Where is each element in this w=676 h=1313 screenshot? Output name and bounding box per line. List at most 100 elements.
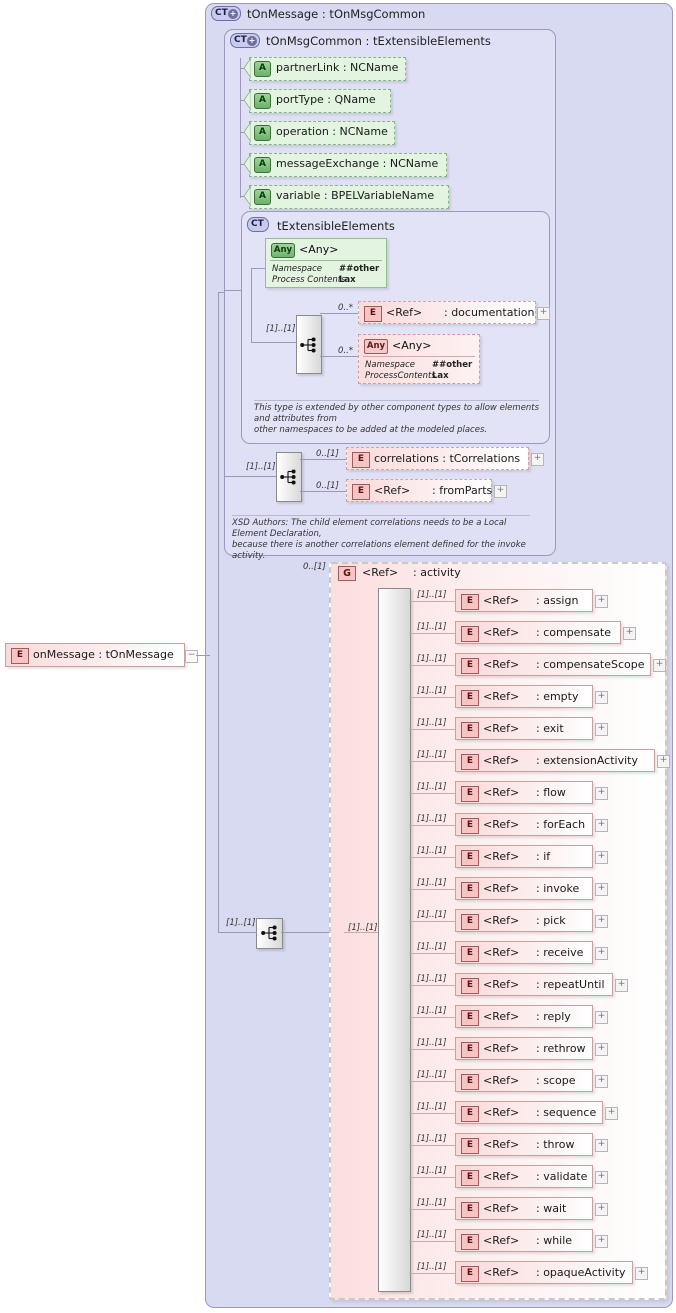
element-badge: E [461,626,479,642]
expand-activity-button[interactable]: + [595,819,608,832]
activity-item-row[interactable]: E<Ref>: sequence [455,1101,603,1124]
activity-cardinality: [1]..[1] [417,846,447,856]
activity-item-row[interactable]: E<Ref>: rethrow [455,1037,593,1060]
expand-activity-button[interactable]: + [595,723,608,736]
attribute-label: operation : NCName [276,125,388,138]
attribute-row[interactable]: A operation : NCName [244,121,395,145]
expand-correlations-button[interactable]: + [531,453,544,466]
expand-activity-button[interactable]: + [595,1075,608,1088]
activity-item-row[interactable]: E<Ref>: throw [455,1133,593,1156]
choice-connector-activity[interactable] [378,588,411,1292]
any-element-green[interactable]: Any <Any> Namespace ##other Process Cont… [265,238,387,288]
element-ref: <Ref> [483,818,520,831]
element-ref: <Ref> [483,1138,520,1151]
activity-item-row[interactable]: E<Ref>: pick [455,909,593,932]
activity-item-row[interactable]: E<Ref>: wait [455,1197,593,1220]
attribute-row[interactable]: A portType : QName [244,89,391,113]
element-ref: <Ref> [483,626,520,639]
expand-activity-button[interactable]: + [595,691,608,704]
any-element-red[interactable]: Any <Any> Namespace ##other ProcessConte… [358,334,480,384]
expand-documentation-button[interactable]: + [537,307,550,320]
sequence-connector-mid[interactable] [276,452,302,502]
any-divider [363,356,475,357]
any-value-processcontents: Lax [339,275,356,285]
attribute-row[interactable]: A partnerLink : NCName [244,57,406,81]
expand-activity-button[interactable]: + [595,915,608,928]
attr-notch-icon [244,122,251,142]
activity-item-row[interactable]: E<Ref>: opaqueActivity [455,1261,633,1284]
expand-activity-button[interactable]: + [623,627,636,640]
activity-item-row[interactable]: E<Ref>: extensionActivity [455,749,655,772]
activity-item-row[interactable]: E<Ref>: while [455,1229,593,1252]
element-ref: <Ref> [483,1106,520,1119]
expand-activity-button[interactable]: + [657,755,670,768]
activity-cardinality: [1]..[1] [417,1230,447,1240]
activity-connector-line [409,1017,455,1018]
element-name: : compensate [536,626,611,639]
group-badge[interactable]: G [338,566,356,581]
activity-item-row[interactable]: E<Ref>: flow [455,781,593,804]
collapse-root-button[interactable]: − [185,650,198,663]
sequence-connector-base[interactable] [296,315,322,374]
element-name: : validate [536,1170,588,1183]
attribute-label: partnerLink : NCName [276,61,399,74]
activity-connector-line [409,953,455,954]
mid-type-note: XSD Authors: The child element correlati… [232,518,526,561]
element-fromParts[interactable]: E <Ref> : fromParts [346,479,492,502]
activity-item-row[interactable]: E<Ref>: repeatUntil [455,973,613,996]
attr-notch-icon [244,90,251,110]
expand-activity-button[interactable]: + [595,1011,608,1024]
element-ref: <Ref> [483,658,520,671]
element-badge: E [461,914,479,930]
element-name: : rethrow [536,1042,586,1055]
group-name-label: : activity [413,566,461,579]
expand-activity-button[interactable]: + [595,595,608,608]
expand-activity-button[interactable]: + [595,1235,608,1248]
element-documentation[interactable]: E <Ref> : documentation [358,301,536,324]
activity-item-row[interactable]: E<Ref>: reply [455,1005,593,1028]
activity-item-row[interactable]: E<Ref>: empty [455,685,593,708]
activity-cardinality: [1]..[1] [417,1006,447,1016]
activity-item-row[interactable]: E<Ref>: scope [455,1069,593,1092]
expand-activity-button[interactable]: + [595,1203,608,1216]
activity-item-row[interactable]: E<Ref>: exit [455,717,593,740]
expand-activity-button[interactable]: + [595,1171,608,1184]
activity-item-row[interactable]: E <Ref> : compensate [455,621,621,644]
attribute-row[interactable]: A messageExchange : NCName [244,153,447,177]
ct-badge-tOnMsgCommon[interactable]: CT + [230,33,260,48]
attribute-row[interactable]: A variable : BPELVariableName [244,185,449,209]
expand-activity-button[interactable]: + [595,851,608,864]
element-label: onMessage : tOnMessage [33,648,174,661]
activity-item-row[interactable]: E<Ref>: forEach [455,813,593,836]
sequence-connector-outer[interactable] [256,918,283,949]
expand-activity-button[interactable]: + [615,979,628,992]
expand-activity-button[interactable]: + [605,1107,618,1120]
element-onMessage-root[interactable]: E onMessage : tOnMessage [5,643,185,667]
expand-activity-button[interactable]: + [635,1267,648,1280]
fromparts-cardinality: 0..[1] [316,481,339,491]
correlations-cardinality: 0..[1] [316,449,339,459]
element-correlations[interactable]: E correlations : tCorrelations [346,447,529,470]
activity-item-row[interactable]: E<Ref>: receive [455,941,593,964]
element-name: : fromParts [432,484,493,497]
activity-item-row[interactable]: E<Ref>: validate [455,1165,593,1188]
activity-item-row[interactable]: E<Ref>: assign [455,589,593,612]
element-name: : compensateScope [536,658,645,671]
expand-activity-button[interactable]: + [595,1139,608,1152]
activity-item-row[interactable]: E<Ref>: compensateScope [455,653,651,676]
element-ref: <Ref> [483,882,520,895]
base-seq-stub [251,342,296,343]
expand-fromparts-button[interactable]: + [494,485,507,498]
expand-activity-button[interactable]: + [595,787,608,800]
element-badge: E [461,850,479,866]
ct-badge-tOnMessage[interactable]: CT + [211,6,241,21]
expand-activity-button[interactable]: + [653,659,666,672]
activity-item-row[interactable]: E<Ref>: invoke [455,877,593,900]
expand-activity-button[interactable]: + [595,1043,608,1056]
activity-cardinality: [1]..[1] [417,1134,447,1144]
expand-activity-button[interactable]: + [595,883,608,896]
ct-badge-tExtensibleElements[interactable]: CT [247,217,269,232]
activity-item-row[interactable]: E<Ref>: if [455,845,593,868]
expand-activity-button[interactable]: + [595,947,608,960]
